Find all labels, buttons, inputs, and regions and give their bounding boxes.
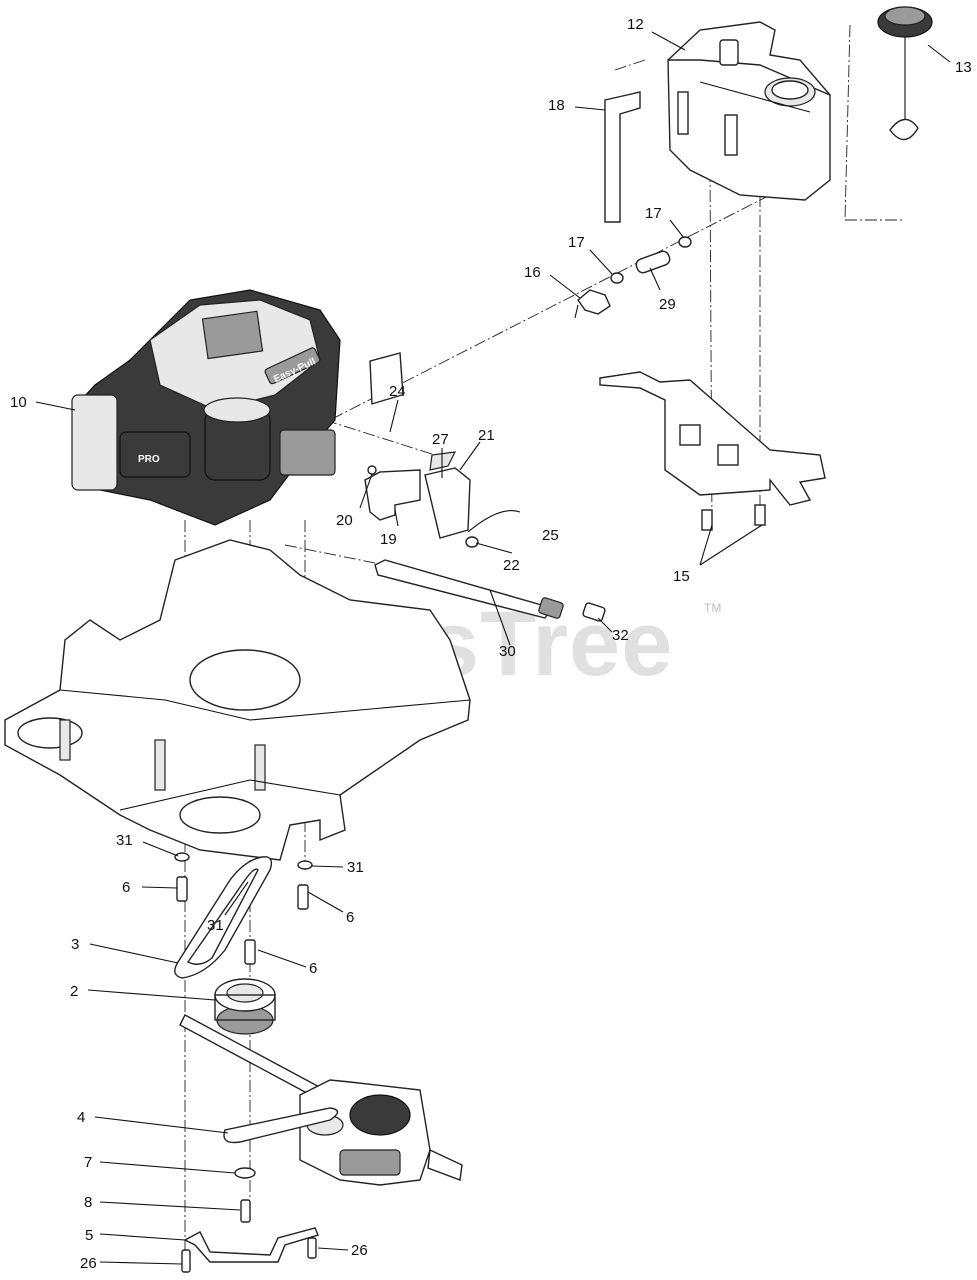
vent-hose xyxy=(604,91,641,223)
callout-16: 16 xyxy=(524,264,541,281)
callout-4: 4 xyxy=(77,1109,85,1126)
callout-22: 22 xyxy=(503,557,520,574)
callouts: 12 13 18 17 17 16 29 10 24 27 21 20 19 2… xyxy=(10,16,972,1272)
callout-19: 19 xyxy=(380,531,397,548)
callout-2: 2 xyxy=(70,983,78,1000)
callout-24: 24 xyxy=(389,383,406,400)
deck-frame xyxy=(4,539,471,861)
callout-7: 7 xyxy=(84,1154,92,1171)
callout-31a: 31 xyxy=(116,832,133,849)
callout-6c: 6 xyxy=(309,960,317,977)
fuel-line-parts xyxy=(574,236,692,319)
callout-6b: 6 xyxy=(346,909,354,926)
callout-31b: 31 xyxy=(347,859,364,876)
callout-27: 27 xyxy=(432,431,449,448)
transaxle xyxy=(179,1014,463,1186)
fuel-cap xyxy=(877,6,933,141)
bolts-washers xyxy=(174,852,317,1273)
watermark-trademark: TM xyxy=(704,601,721,615)
throttle-parts xyxy=(364,352,521,548)
callout-25: 25 xyxy=(542,527,559,544)
pulley xyxy=(214,978,276,1035)
callout-26a: 26 xyxy=(80,1255,97,1272)
callout-20: 20 xyxy=(336,512,353,529)
callout-18: 18 xyxy=(548,97,565,114)
callout-5: 5 xyxy=(85,1227,93,1244)
callout-10: 10 xyxy=(10,394,27,411)
callout-6a: 6 xyxy=(122,879,130,896)
fuel-tank xyxy=(667,21,831,201)
callout-32: 32 xyxy=(612,627,629,644)
callout-30: 30 xyxy=(499,643,516,660)
callout-21: 21 xyxy=(478,427,495,444)
callout-13: 13 xyxy=(955,59,972,76)
engine-model-label: PRO xyxy=(138,454,160,465)
callout-31c: 31 xyxy=(207,917,224,934)
throttle-cable xyxy=(374,559,606,622)
link-rod xyxy=(183,1227,319,1263)
callout-12: 12 xyxy=(627,16,644,33)
engine: PRO Easy-Pull xyxy=(71,289,341,526)
callout-8: 8 xyxy=(84,1194,92,1211)
callout-15: 15 xyxy=(673,568,690,585)
callout-26b: 26 xyxy=(351,1242,368,1259)
callout-3: 3 xyxy=(71,936,79,953)
callout-17a: 17 xyxy=(645,205,662,222)
callout-leaders xyxy=(35,31,951,1265)
tank-bracket xyxy=(599,371,826,531)
callout-29: 29 xyxy=(659,296,676,313)
callout-17b: 17 xyxy=(568,234,585,251)
